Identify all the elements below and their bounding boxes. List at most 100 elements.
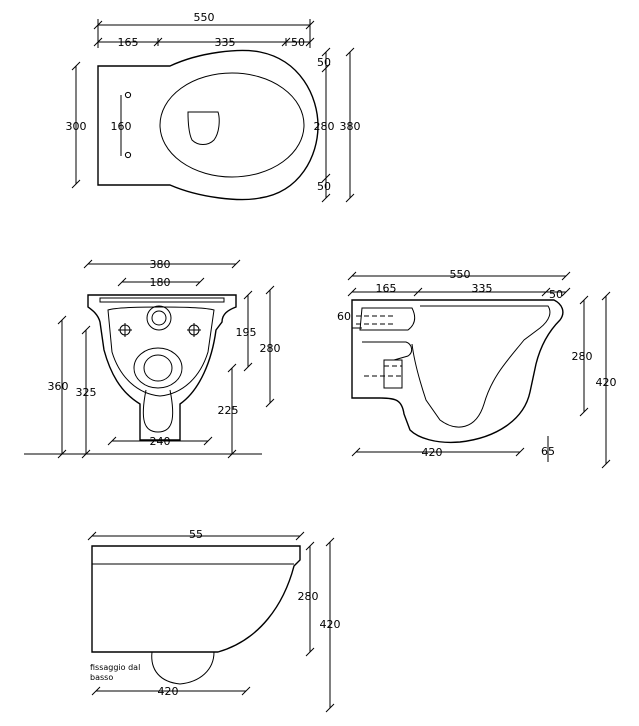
top-dim-165: 165 (118, 36, 139, 49)
dim-tick (305, 20, 315, 30)
dim-tick (57, 449, 67, 459)
dim-tick (325, 537, 335, 547)
side-dim-65: 65 (541, 445, 555, 458)
bowl-outlet (187, 111, 220, 145)
outlet-spigot (383, 359, 403, 389)
top-dim-300: 300 (66, 120, 87, 133)
front-view: 380 180 360 325 240 (24, 258, 281, 459)
dim-tick (347, 271, 357, 281)
elev-dim-280: 280 (298, 590, 319, 603)
top-dim-50-lower: 50 (317, 180, 331, 193)
top-dim-50-upper: 50 (317, 56, 331, 69)
side-dim-335: 335 (472, 282, 493, 295)
dim-tick (57, 315, 67, 325)
dim-tick (321, 63, 331, 73)
side-dim-420-bottom: 420 (422, 446, 443, 459)
toilet-side-outline (351, 299, 564, 444)
dim-tick (345, 47, 355, 57)
dim-tick (321, 47, 331, 57)
side-dim-550: 550 (450, 268, 471, 281)
side-elevation-view: 55 fissaggio dal basso 420 280 420 (87, 528, 341, 713)
dim-tick (243, 290, 253, 300)
elev-dim-420: 420 (320, 618, 341, 631)
top-dim-280: 280 (314, 120, 335, 133)
dim-tick (413, 287, 423, 297)
dim-tick (71, 179, 81, 189)
dim-tick (117, 277, 127, 287)
dim-tick (579, 407, 589, 417)
outlet-pipe-inner (143, 354, 173, 382)
dim-tick (91, 686, 101, 696)
dim-tick (601, 291, 611, 301)
dim-tick (81, 449, 91, 459)
front-dim-180: 180 (150, 276, 171, 289)
dim-tick (265, 398, 275, 408)
top-dim-160: 160 (111, 120, 132, 133)
side-dim-60: 60 (337, 310, 351, 323)
dim-tick (227, 363, 237, 373)
trap-elevation (151, 651, 215, 685)
flush-inlet-inner (151, 310, 167, 326)
dim-tick (321, 193, 331, 203)
toilet-front-outline (87, 294, 237, 441)
side-dim-420: 420 (596, 376, 617, 389)
dim-tick (325, 703, 335, 713)
dim-tick (203, 436, 213, 446)
dim-tick (347, 287, 357, 297)
dim-tick (601, 459, 611, 469)
outlet-hidden-line (364, 365, 402, 377)
front-dim-240: 240 (150, 435, 171, 448)
dim-tick (241, 686, 251, 696)
top-view: 550 165 335 50 300 160 50 280 50 (66, 11, 361, 203)
top-dim-380: 380 (340, 120, 361, 133)
bowl-section (411, 305, 551, 428)
dim-tick (345, 193, 355, 203)
dim-tick (305, 37, 315, 47)
top-dim-50: 50 (291, 36, 305, 49)
toilet-elevation-outline (91, 545, 301, 653)
front-dim-360: 360 (48, 380, 69, 393)
dim-tick (93, 37, 103, 47)
dim-tick (561, 271, 571, 281)
dim-tick (227, 449, 237, 459)
top-dim-335: 335 (215, 36, 236, 49)
note-fixing-line2: basso (90, 673, 113, 682)
dim-tick (265, 285, 275, 295)
trap-channel (362, 341, 413, 361)
flush-channel (359, 307, 416, 331)
rim-top (99, 297, 225, 303)
mounting-hole (124, 91, 132, 99)
dim-tick (81, 325, 91, 335)
side-dim-165: 165 (376, 282, 397, 295)
front-dim-325: 325 (76, 386, 97, 399)
dim-tick (83, 259, 93, 269)
dim-tick (107, 436, 117, 446)
front-dim-195: 195 (236, 326, 257, 339)
dim-tick (231, 259, 241, 269)
side-dim-50: 50 (549, 288, 563, 301)
mounting-hole (124, 151, 132, 159)
trap-front (142, 389, 174, 433)
dim-tick (295, 531, 305, 541)
side-section-view: 550 165 335 50 60 420 65 280 420 (337, 268, 617, 469)
dim-tick (93, 20, 103, 30)
dim-tick (195, 277, 205, 287)
dim-tick (541, 287, 551, 297)
dim-tick (515, 447, 525, 457)
dim-tick (243, 362, 253, 372)
dim-tick (305, 647, 315, 657)
dim-tick (351, 447, 361, 457)
elev-dim-420-bottom: 420 (158, 685, 179, 698)
elev-dim-55: 55 (189, 528, 203, 541)
toilet-top-outline (97, 49, 319, 201)
dim-tick (281, 37, 291, 47)
front-dim-225: 225 (218, 404, 239, 417)
dim-tick (71, 61, 81, 71)
dim-tick (87, 531, 97, 541)
dim-tick (321, 173, 331, 183)
bowl-inner (107, 306, 215, 397)
dim-tick (561, 287, 571, 297)
dim-tick (579, 295, 589, 305)
dim-tick (305, 541, 315, 551)
